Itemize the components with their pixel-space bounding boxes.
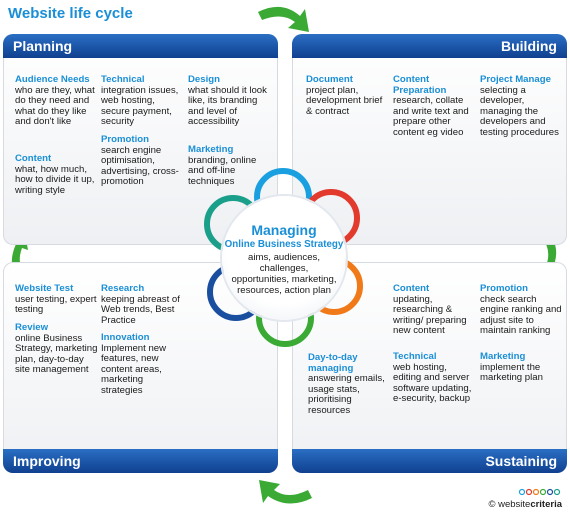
block-heading: Marketing: [480, 351, 526, 362]
block-heading: Project Manage: [480, 74, 551, 85]
credit: © websitecriteria: [488, 499, 562, 510]
block-heading: Promotion: [101, 134, 149, 145]
block-text: user testing, expert testing: [15, 293, 97, 316]
block-text: research, collate and write text and pre…: [393, 95, 469, 138]
block-heading: Technical: [101, 74, 145, 85]
block-text: web hosting, editing and server software…: [393, 361, 472, 405]
managing-subtitle: Online Business Strategy: [224, 239, 344, 250]
block-heading: Marketing: [188, 144, 234, 155]
block-heading: Document: [306, 74, 353, 85]
improving-header: Improving: [3, 449, 278, 473]
block-heading: Day-to-day managing: [308, 352, 358, 374]
block-text: Implement new features, new content area…: [101, 342, 167, 396]
arrow-bottom-icon: [259, 480, 312, 504]
planning-header: Planning: [3, 34, 278, 58]
block-heading: Research: [101, 283, 145, 294]
block-text: project plan, development brief & contra…: [306, 84, 383, 117]
page-title: Website life cycle: [8, 5, 133, 22]
block-text: what, how much, how to divide it up, wri…: [15, 163, 95, 196]
block-text: keeping abreast of Web trends, Best Prac…: [101, 293, 180, 326]
block-text: branding, online and off-line techniques: [188, 154, 257, 187]
block-heading: Content Preparation: [393, 74, 447, 96]
credit-prefix: © website: [488, 499, 531, 510]
managing-body: aims, audiences, challenges, opportuniti…: [231, 252, 337, 296]
block-heading: Design: [188, 74, 220, 85]
brand-dots-icon: [518, 488, 561, 496]
block-text: integration issues, web hosting, secure …: [101, 84, 179, 128]
block-heading: Website Test: [15, 283, 74, 294]
managing-center: Managing Online Business Strategy aims, …: [222, 196, 346, 320]
block-heading: Promotion: [480, 283, 528, 294]
building-panel: Building: [292, 34, 567, 245]
block-heading: Content: [393, 283, 430, 294]
block-text: what should it look like, its branding a…: [188, 84, 267, 128]
block-text: answering emails, usage stats, prioritis…: [308, 373, 385, 416]
block-heading: Audience Needs: [15, 74, 90, 85]
block-heading: Review: [15, 322, 49, 333]
block-text: selecting a developer, managing the deve…: [480, 84, 559, 138]
block-text: updating, researching & writing/ prepari…: [393, 293, 467, 337]
block-heading: Innovation: [101, 332, 150, 343]
block-heading: Content: [15, 153, 52, 164]
block-text: who are they, what do they need and what…: [15, 84, 95, 128]
block-text: check search engine ranking and adjust s…: [480, 293, 562, 337]
block-text: online Business Strategy, marketing plan…: [15, 332, 98, 376]
block-text: search engine optimisation, advertising,…: [101, 144, 179, 188]
arrow-top-icon: [258, 6, 309, 32]
block-heading: Technical: [393, 351, 437, 362]
managing-title: Managing: [251, 222, 317, 238]
credit-brand: criteria: [530, 499, 562, 510]
sustaining-header: Sustaining: [292, 449, 567, 473]
planning-panel: Planning: [3, 34, 278, 245]
building-header: Building: [292, 34, 567, 58]
block-text: implement the marketing plan: [480, 361, 543, 384]
